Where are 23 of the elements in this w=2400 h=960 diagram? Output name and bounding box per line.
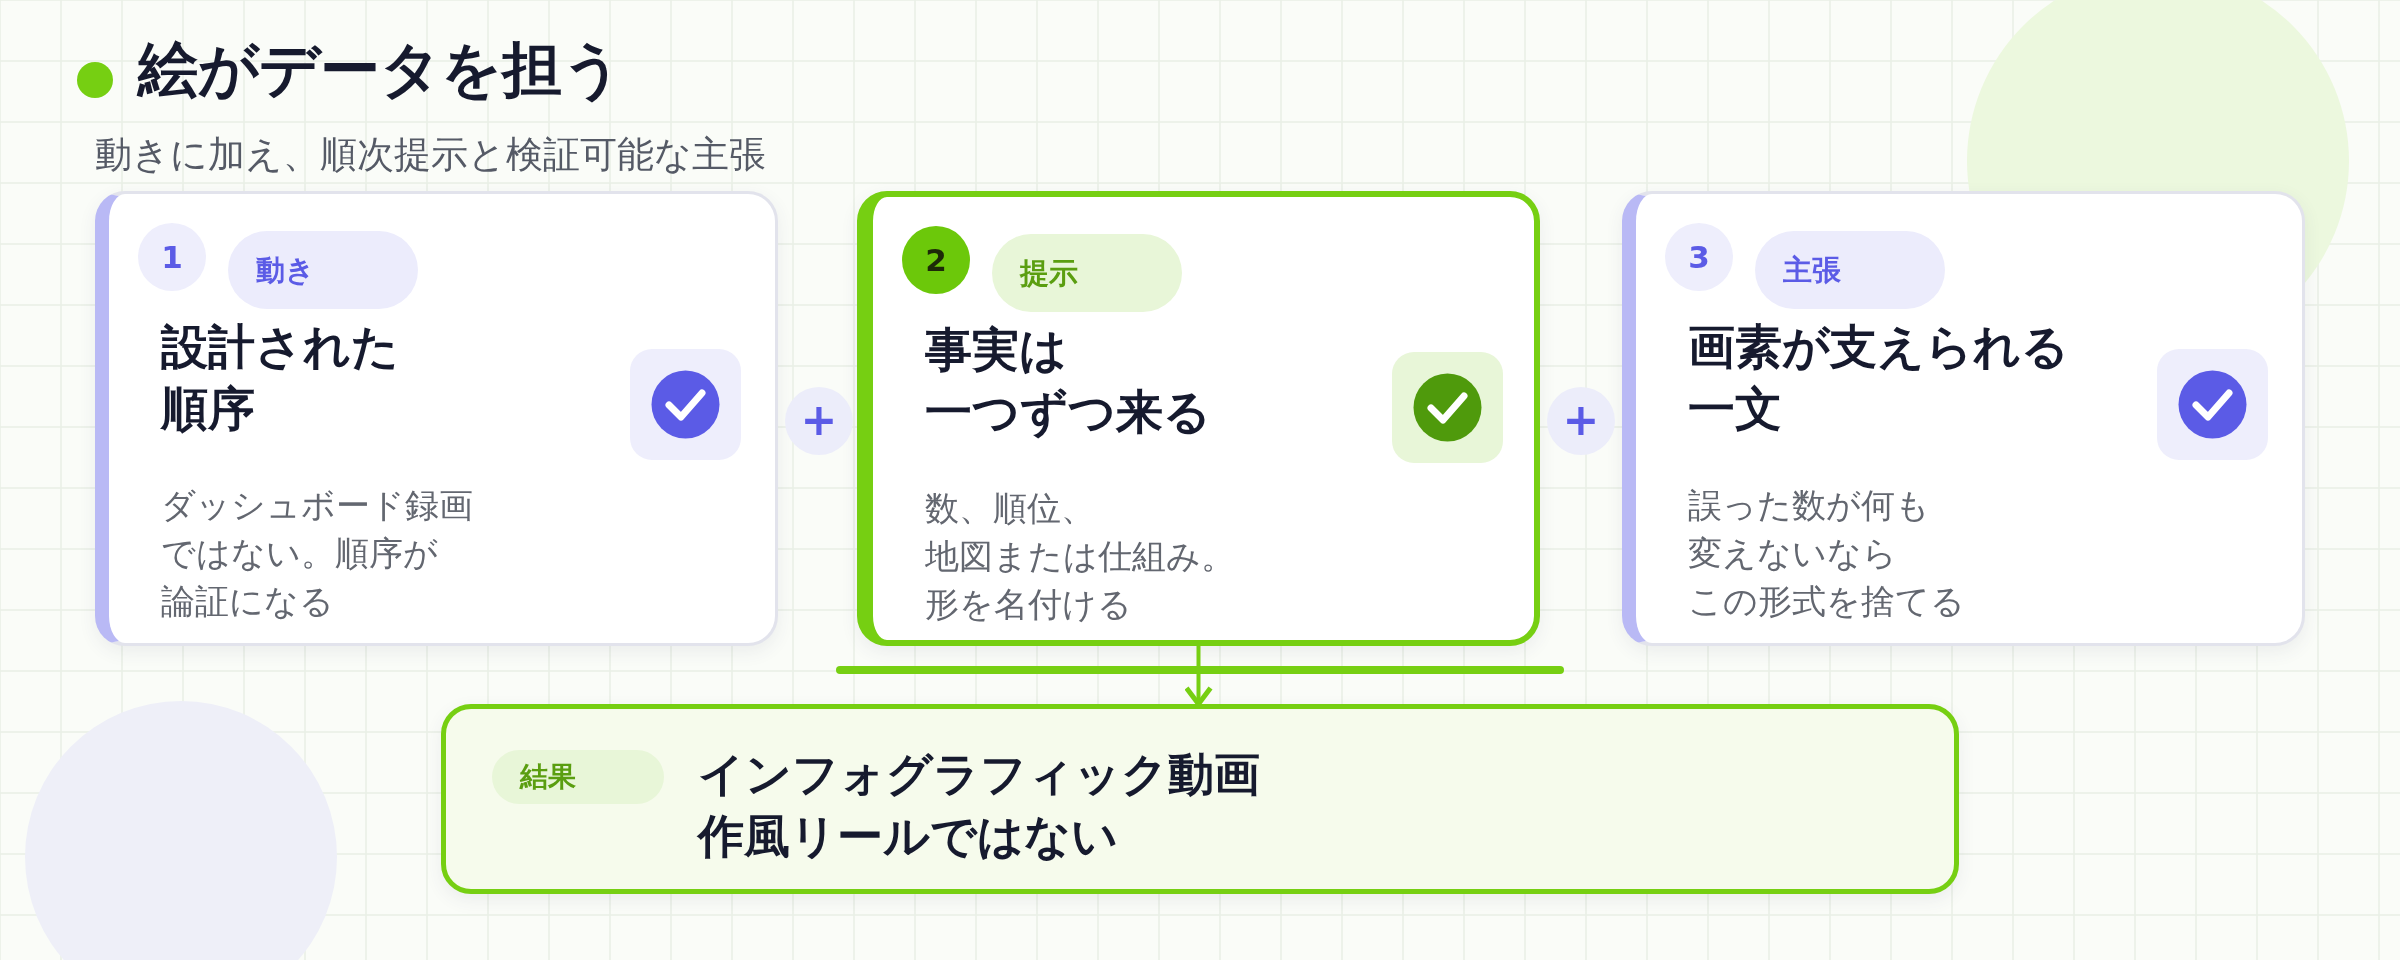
number-badge: 2 — [902, 226, 970, 294]
tag-pill: 結果 — [492, 750, 664, 804]
number-badge: 1 — [138, 223, 206, 291]
tag-pill: 動き — [228, 231, 418, 309]
result-box — [441, 704, 1959, 894]
card-heading: 事実は一つずつ来る — [925, 321, 1211, 441]
title: 絵がデータを担う — [138, 33, 623, 106]
result-text: インフォグラフィック動画作風リールではない — [698, 746, 1260, 865]
card-text: ダッシュボード録画ではない。順序が論証になる — [161, 484, 473, 623]
plus-sign: + — [785, 387, 853, 455]
card — [1622, 191, 2305, 646]
card-heading: 設計された順序 — [161, 318, 399, 438]
card — [857, 191, 1540, 646]
card-text: 数、順位、地図または仕組み。形を名付ける — [925, 487, 1235, 626]
arrow — [1184, 646, 1213, 707]
tag-pill: 提示 — [992, 234, 1182, 312]
number-badge: 3 — [1665, 223, 1733, 291]
plus-sign: + — [1547, 387, 1615, 455]
card — [95, 191, 778, 646]
subtitle: 動きに加え、順次提示と検証可能な主張 — [95, 132, 766, 178]
tag-pill: 主張 — [1755, 231, 1945, 309]
card-text: 誤った数が何も変えないならこの形式を捨てる — [1688, 484, 1965, 623]
card-heading: 画素が支えられる一文 — [1688, 318, 2069, 438]
